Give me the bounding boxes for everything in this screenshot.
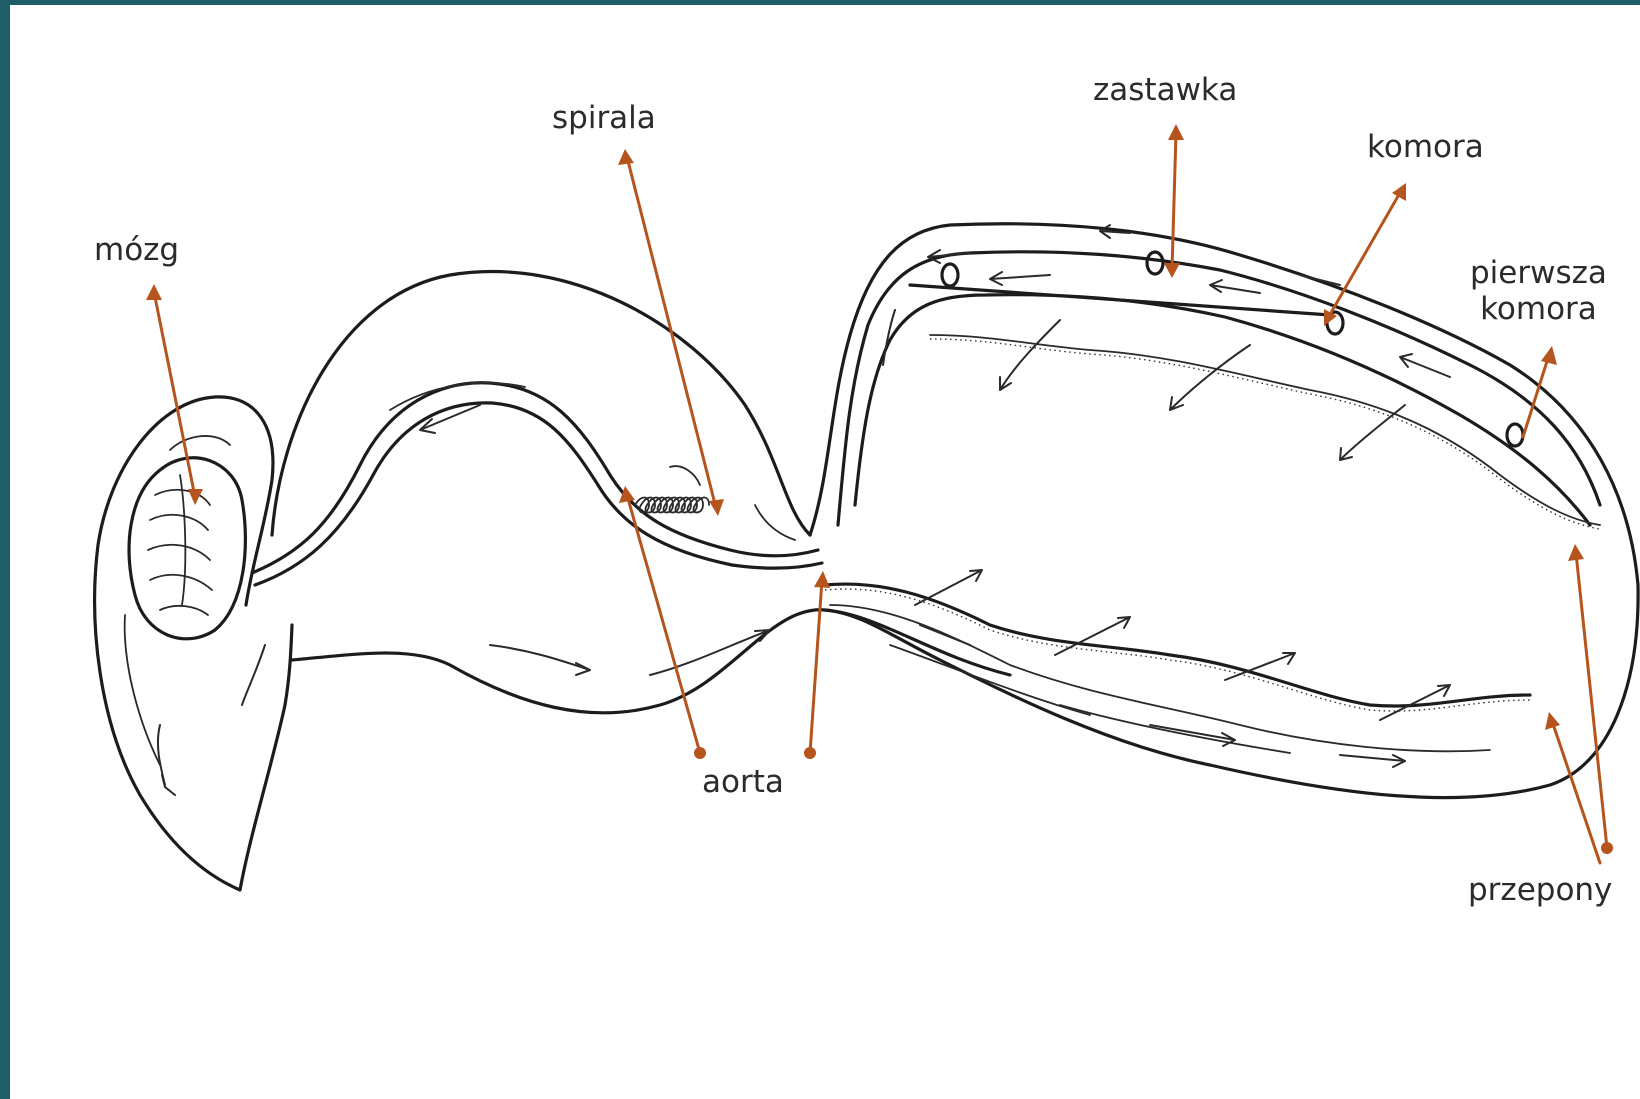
spiral-coil (635, 498, 709, 513)
valve-1 (942, 264, 958, 286)
label-pierwsza-komora-line1: pierwsza (1470, 255, 1607, 291)
leader-aorta-left (627, 495, 700, 753)
label-zastawka: zastawka (1093, 75, 1237, 106)
upper-septum (930, 335, 1600, 525)
diagram-canvas: mózg spirala zastawka komora pierwsza ko… (10, 5, 1640, 1099)
label-mozg: mózg (94, 235, 179, 266)
label-pierwsza-komora: pierwsza komora (1470, 255, 1607, 327)
label-pierwsza-komora-line2: komora (1470, 291, 1607, 327)
leader-zastawka (1172, 133, 1176, 270)
leader-lines (146, 124, 1613, 863)
leader-aorta-right (810, 580, 822, 753)
arrowhead-spirala (618, 149, 634, 165)
upper-arch-outline (272, 272, 810, 535)
leader-spirala (627, 157, 716, 508)
inner-duct-inner (255, 403, 822, 585)
inner-duct-outer (252, 383, 818, 573)
leader-przepony-2 (1552, 721, 1600, 863)
arrowhead-komora (1392, 183, 1406, 201)
arrowhead-przepony-1 (1568, 544, 1584, 561)
brain-organ (129, 458, 245, 639)
arrowhead-mozg (146, 284, 162, 300)
label-przepony: przepony (1468, 875, 1612, 906)
arrowhead-przepony-2 (1545, 712, 1560, 730)
arrowhead-zastawka (1168, 124, 1184, 140)
leader-pierwsza-komora (1523, 355, 1549, 437)
arrowhead-pierwsza-komora (1541, 346, 1557, 365)
valve-2 (1147, 252, 1163, 274)
lower-septum (825, 584, 1530, 706)
arrowhead-aorta-right (814, 571, 830, 588)
label-aorta: aorta (702, 767, 784, 798)
label-spirala: spirala (552, 103, 656, 134)
leader-mozg (154, 292, 195, 497)
lower-belly-outline (292, 610, 1010, 713)
label-komora: komora (1367, 132, 1484, 163)
anatomy-illustration (10, 5, 1640, 1099)
anterior-bulb-outline (95, 397, 292, 890)
dorsal-vessel-inner (855, 295, 1590, 525)
valve-4 (1507, 424, 1523, 446)
